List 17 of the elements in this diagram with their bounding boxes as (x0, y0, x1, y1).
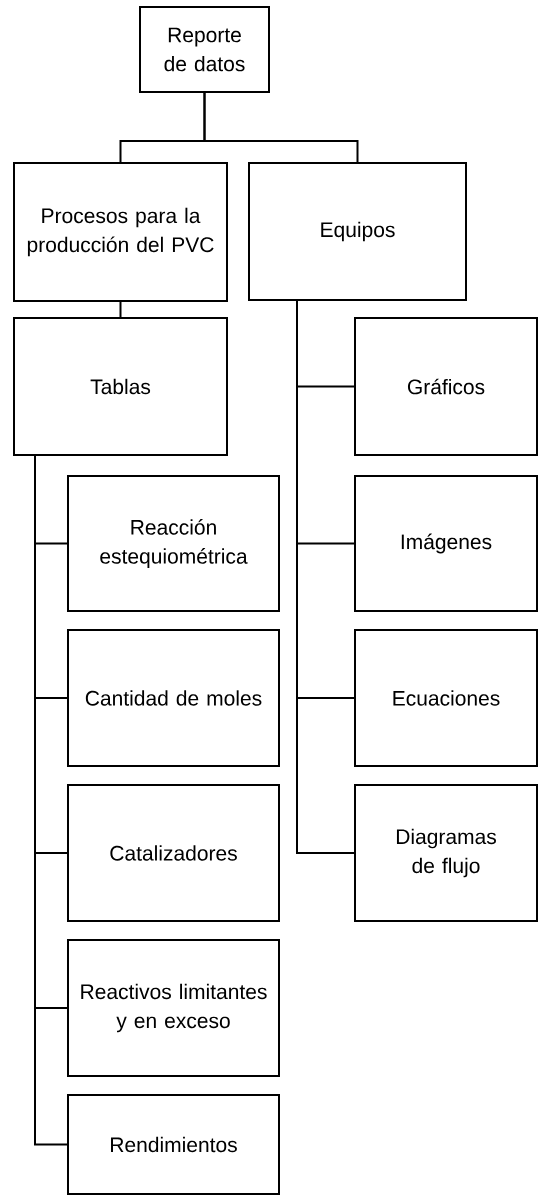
topic-box: Cantidad de moles (67, 629, 280, 767)
topic-box: Tablas (13, 317, 228, 456)
topic-box: Imágenes (354, 475, 538, 612)
connector-line (203, 92, 359, 163)
connector-line (119, 301, 122, 318)
topic-box: Reacción estequiométrica (67, 475, 280, 612)
topic-box: Rendimientos (67, 1094, 280, 1195)
connector-line (34, 455, 68, 1146)
connector-line (296, 300, 355, 854)
topic-box: Gráficos (354, 317, 538, 456)
topic-box: Ecuaciones (354, 629, 538, 767)
topic-box: Equipos (248, 162, 467, 301)
topic-box: Procesos para la producción del PVC (13, 162, 228, 302)
topic-box: Reporte de datos (139, 6, 270, 93)
topic-box: Reactivos limitantes y en exceso (67, 939, 280, 1077)
topic-box: Catalizadores (67, 784, 280, 922)
topic-box: Diagramas de flujo (354, 784, 538, 922)
